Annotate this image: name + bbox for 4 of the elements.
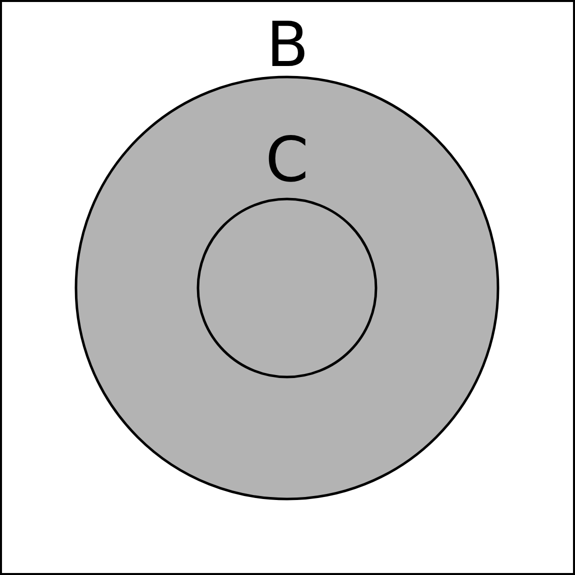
set-label: B: [266, 14, 309, 76]
set-label: C: [265, 129, 309, 191]
set-circle: [75, 76, 499, 500]
subset-circle: [197, 198, 377, 378]
